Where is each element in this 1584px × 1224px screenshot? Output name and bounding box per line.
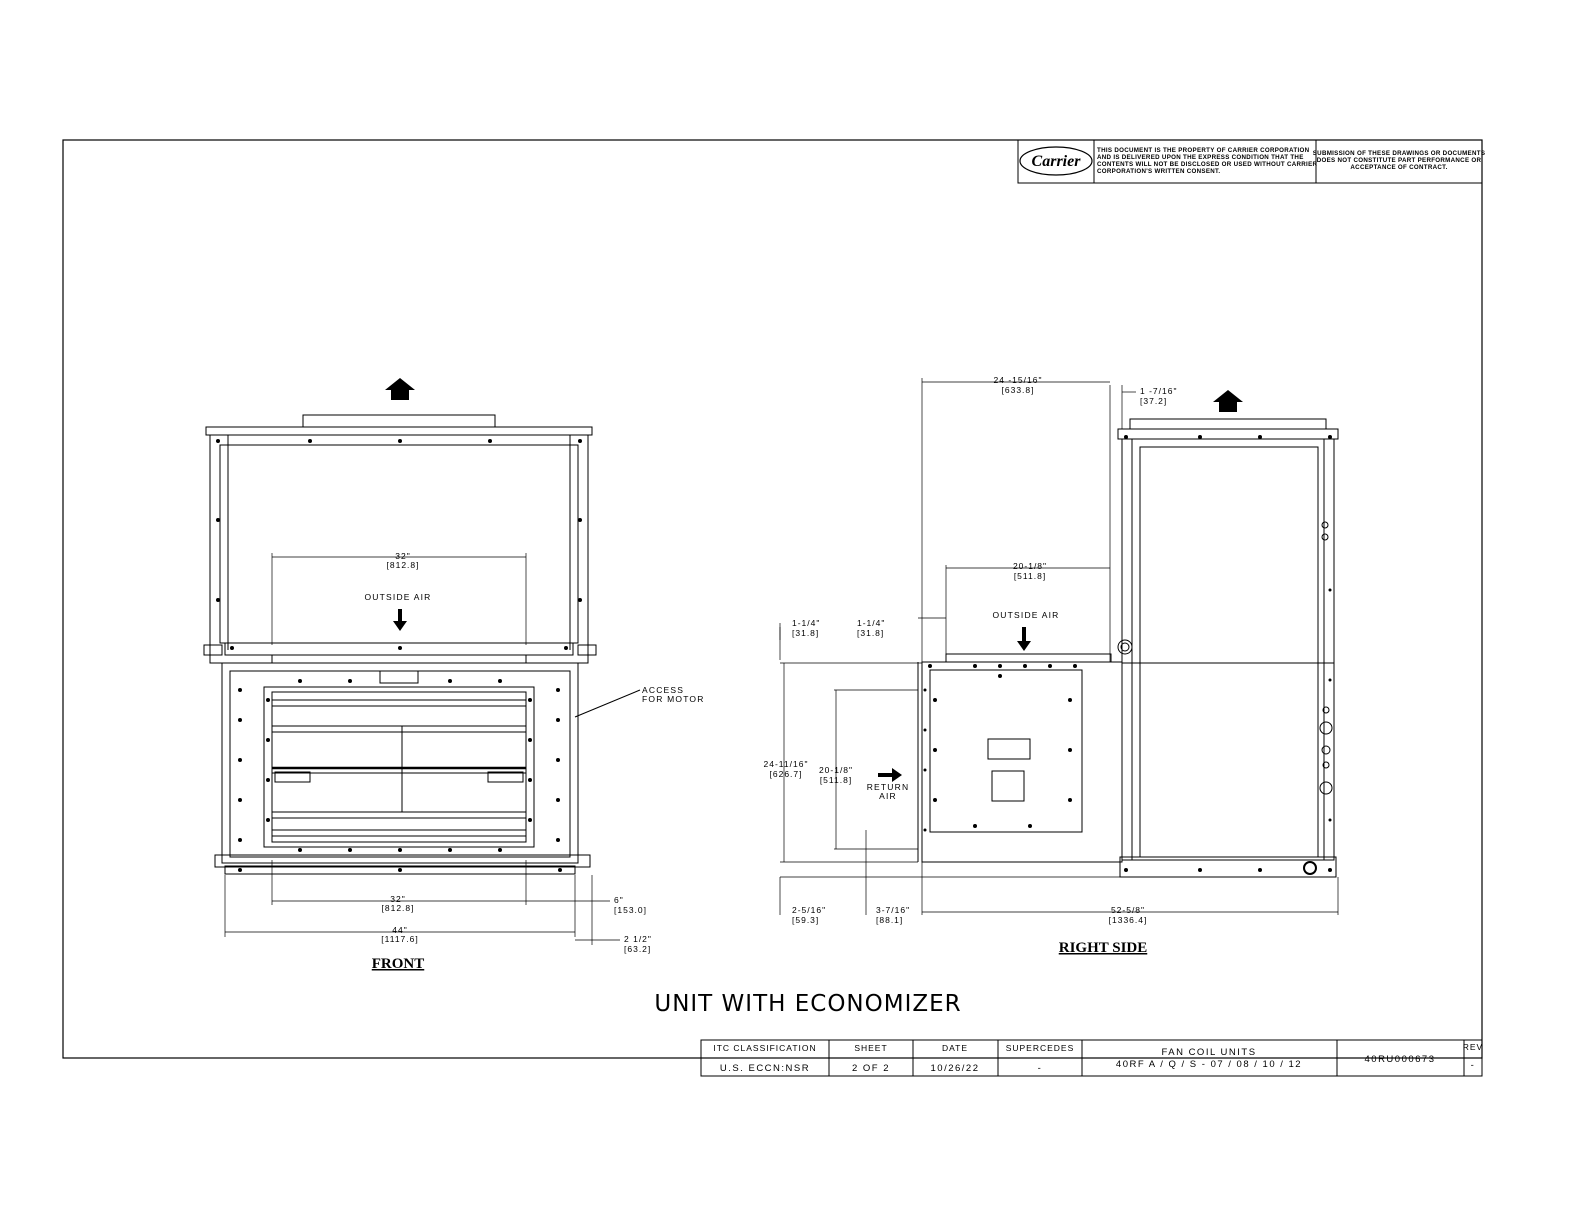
tb-supersedes-head: SUPERCEDES	[1006, 1043, 1075, 1053]
dim-top-width-mm: [812.8]	[387, 560, 420, 570]
side-outside-air-arrow-icon	[1017, 627, 1031, 651]
front-view: OUTSIDE AIR ACCESS FOR MOTOR 32" [812.8]…	[203, 378, 705, 972]
front-outside-air-label: OUTSIDE AIR	[364, 592, 431, 602]
side-outside-air-label: OUTSIDE AIR	[992, 610, 1059, 620]
dim-bottom-width: 32"	[390, 894, 405, 904]
side-dim-left-offset-b: 1-1/4"	[857, 618, 885, 628]
sheet-border	[62, 139, 1483, 1059]
side-dim-overall-depth-mm: [1336.4]	[1109, 915, 1148, 925]
dim-edge-offset: 2 1/2"	[624, 934, 652, 944]
side-dim-left-offset-a-mm: [31.8]	[792, 628, 819, 638]
submission-line-1: SUBMISSION OF THESE DRAWINGS OR DOCUMENT…	[1313, 150, 1486, 157]
side-dim-overall-height-mm: [626.7]	[770, 769, 803, 779]
carrier-logo	[1019, 146, 1093, 176]
side-dim-top-width: 24 -15/16"	[994, 375, 1043, 385]
dim-bottom-width-mm: [812.8]	[382, 903, 415, 913]
notice-line-3: CONTENTS WILL NOT BE DISCLOSED OR USED W…	[1097, 161, 1318, 168]
return-air-label-1: RETURN	[867, 782, 910, 792]
side-view-title: RIGHT SIDE	[1059, 940, 1148, 956]
airflow-up-arrow-icon	[385, 378, 415, 400]
side-dim-bottom-a: 2-5/16"	[792, 905, 826, 915]
return-air-label-2: AIR	[879, 791, 897, 801]
return-air-arrow-icon	[878, 768, 902, 782]
dim-edge-offset-mm: [63.2]	[624, 944, 651, 954]
dim-side-offset-mm: [153.0]	[614, 905, 647, 915]
tb-sheet-val: 2 OF 2	[852, 1063, 890, 1074]
side-dim-bottom-a-mm: [59.3]	[792, 915, 819, 925]
right-side-view: OUTSIDE AIR RETURN AIR 24 -15/16" [633.8…	[764, 375, 1339, 956]
side-knockout-icon	[1117, 639, 1133, 655]
tb-date-head: DATE	[942, 1043, 968, 1053]
notice-line-2: AND IS DELIVERED UPON THE EXPRESS CONDIT…	[1097, 154, 1304, 161]
tb-dwg-no: 40RU000673	[1365, 1054, 1436, 1065]
side-dim-opening-height: 20-1/8"	[819, 765, 853, 775]
side-dim-left-offset-b-mm: [31.8]	[857, 628, 884, 638]
side-dim-top-offset: 1 -7/16"	[1140, 386, 1177, 396]
tb-rev-val: -	[1471, 1060, 1476, 1071]
side-dim-left-offset-a: 1-1/4"	[792, 618, 820, 628]
main-title: UNIT WITH ECONOMIZER	[654, 991, 961, 1017]
side-airflow-up-arrow-icon	[1213, 390, 1243, 412]
logo-text: Carrier	[1032, 153, 1082, 170]
tb-desc-1: FAN COIL UNITS	[1161, 1047, 1256, 1058]
dim-overall-width: 44"	[392, 925, 407, 935]
tb-rev-head: REV	[1463, 1042, 1483, 1052]
access-label-2: FOR MOTOR	[642, 694, 705, 704]
notice-line-1: THIS DOCUMENT IS THE PROPERTY OF CARRIER…	[1097, 147, 1310, 154]
dim-top-width: 32"	[395, 551, 410, 561]
header-block: Carrier THIS DOCUMENT IS THE PROPERTY OF…	[1017, 139, 1486, 184]
notice-line-4: CORPORATION'S WRITTEN CONSENT.	[1097, 168, 1220, 175]
side-dim-opening-height-mm: [511.8]	[820, 775, 852, 785]
drain-icon	[1303, 861, 1317, 875]
tb-itc-head: ITC CLASSIFICATION	[713, 1043, 816, 1053]
front-view-title: FRONT	[372, 956, 425, 972]
tb-sheet-head: SHEET	[854, 1043, 887, 1053]
tb-supersedes-val: -	[1038, 1063, 1043, 1074]
front-rivets	[216, 439, 582, 872]
side-dim-overall-height: 24-11/16"	[764, 759, 809, 769]
side-dim-top-width-mm: [633.8]	[1002, 385, 1035, 395]
access-label-1: ACCESS	[642, 685, 684, 695]
side-dim-overall-depth: 52-5/8"	[1111, 905, 1145, 915]
submission-line-2: DOES NOT CONSTITUTE PART PERFORMANCE OR	[1317, 157, 1482, 164]
side-dim-bottom-b-mm: [88.1]	[876, 915, 903, 925]
side-dim-opening-width-mm: [511.8]	[1014, 571, 1046, 581]
side-dim-bottom-b: 3-7/16"	[876, 905, 910, 915]
tb-date-val: 10/26/22	[931, 1063, 980, 1074]
submission-line-3: ACCEPTANCE OF CONTRACT.	[1350, 164, 1447, 171]
dim-overall-width-mm: [1117.6]	[381, 934, 418, 944]
side-dim-opening-width: 20-1/8"	[1013, 561, 1047, 571]
title-block: ITC CLASSIFICATION U.S. ECCN:NSR SHEET 2…	[700, 1039, 1483, 1077]
outside-air-arrow-icon	[393, 609, 407, 631]
side-dim-top-offset-mm: [37.2]	[1140, 396, 1167, 406]
tb-desc-2: 40RF A / Q / S - 07 / 08 / 10 / 12	[1116, 1059, 1302, 1070]
dim-side-offset: 6"	[614, 895, 624, 905]
tb-itc-val: U.S. ECCN:NSR	[720, 1063, 810, 1074]
